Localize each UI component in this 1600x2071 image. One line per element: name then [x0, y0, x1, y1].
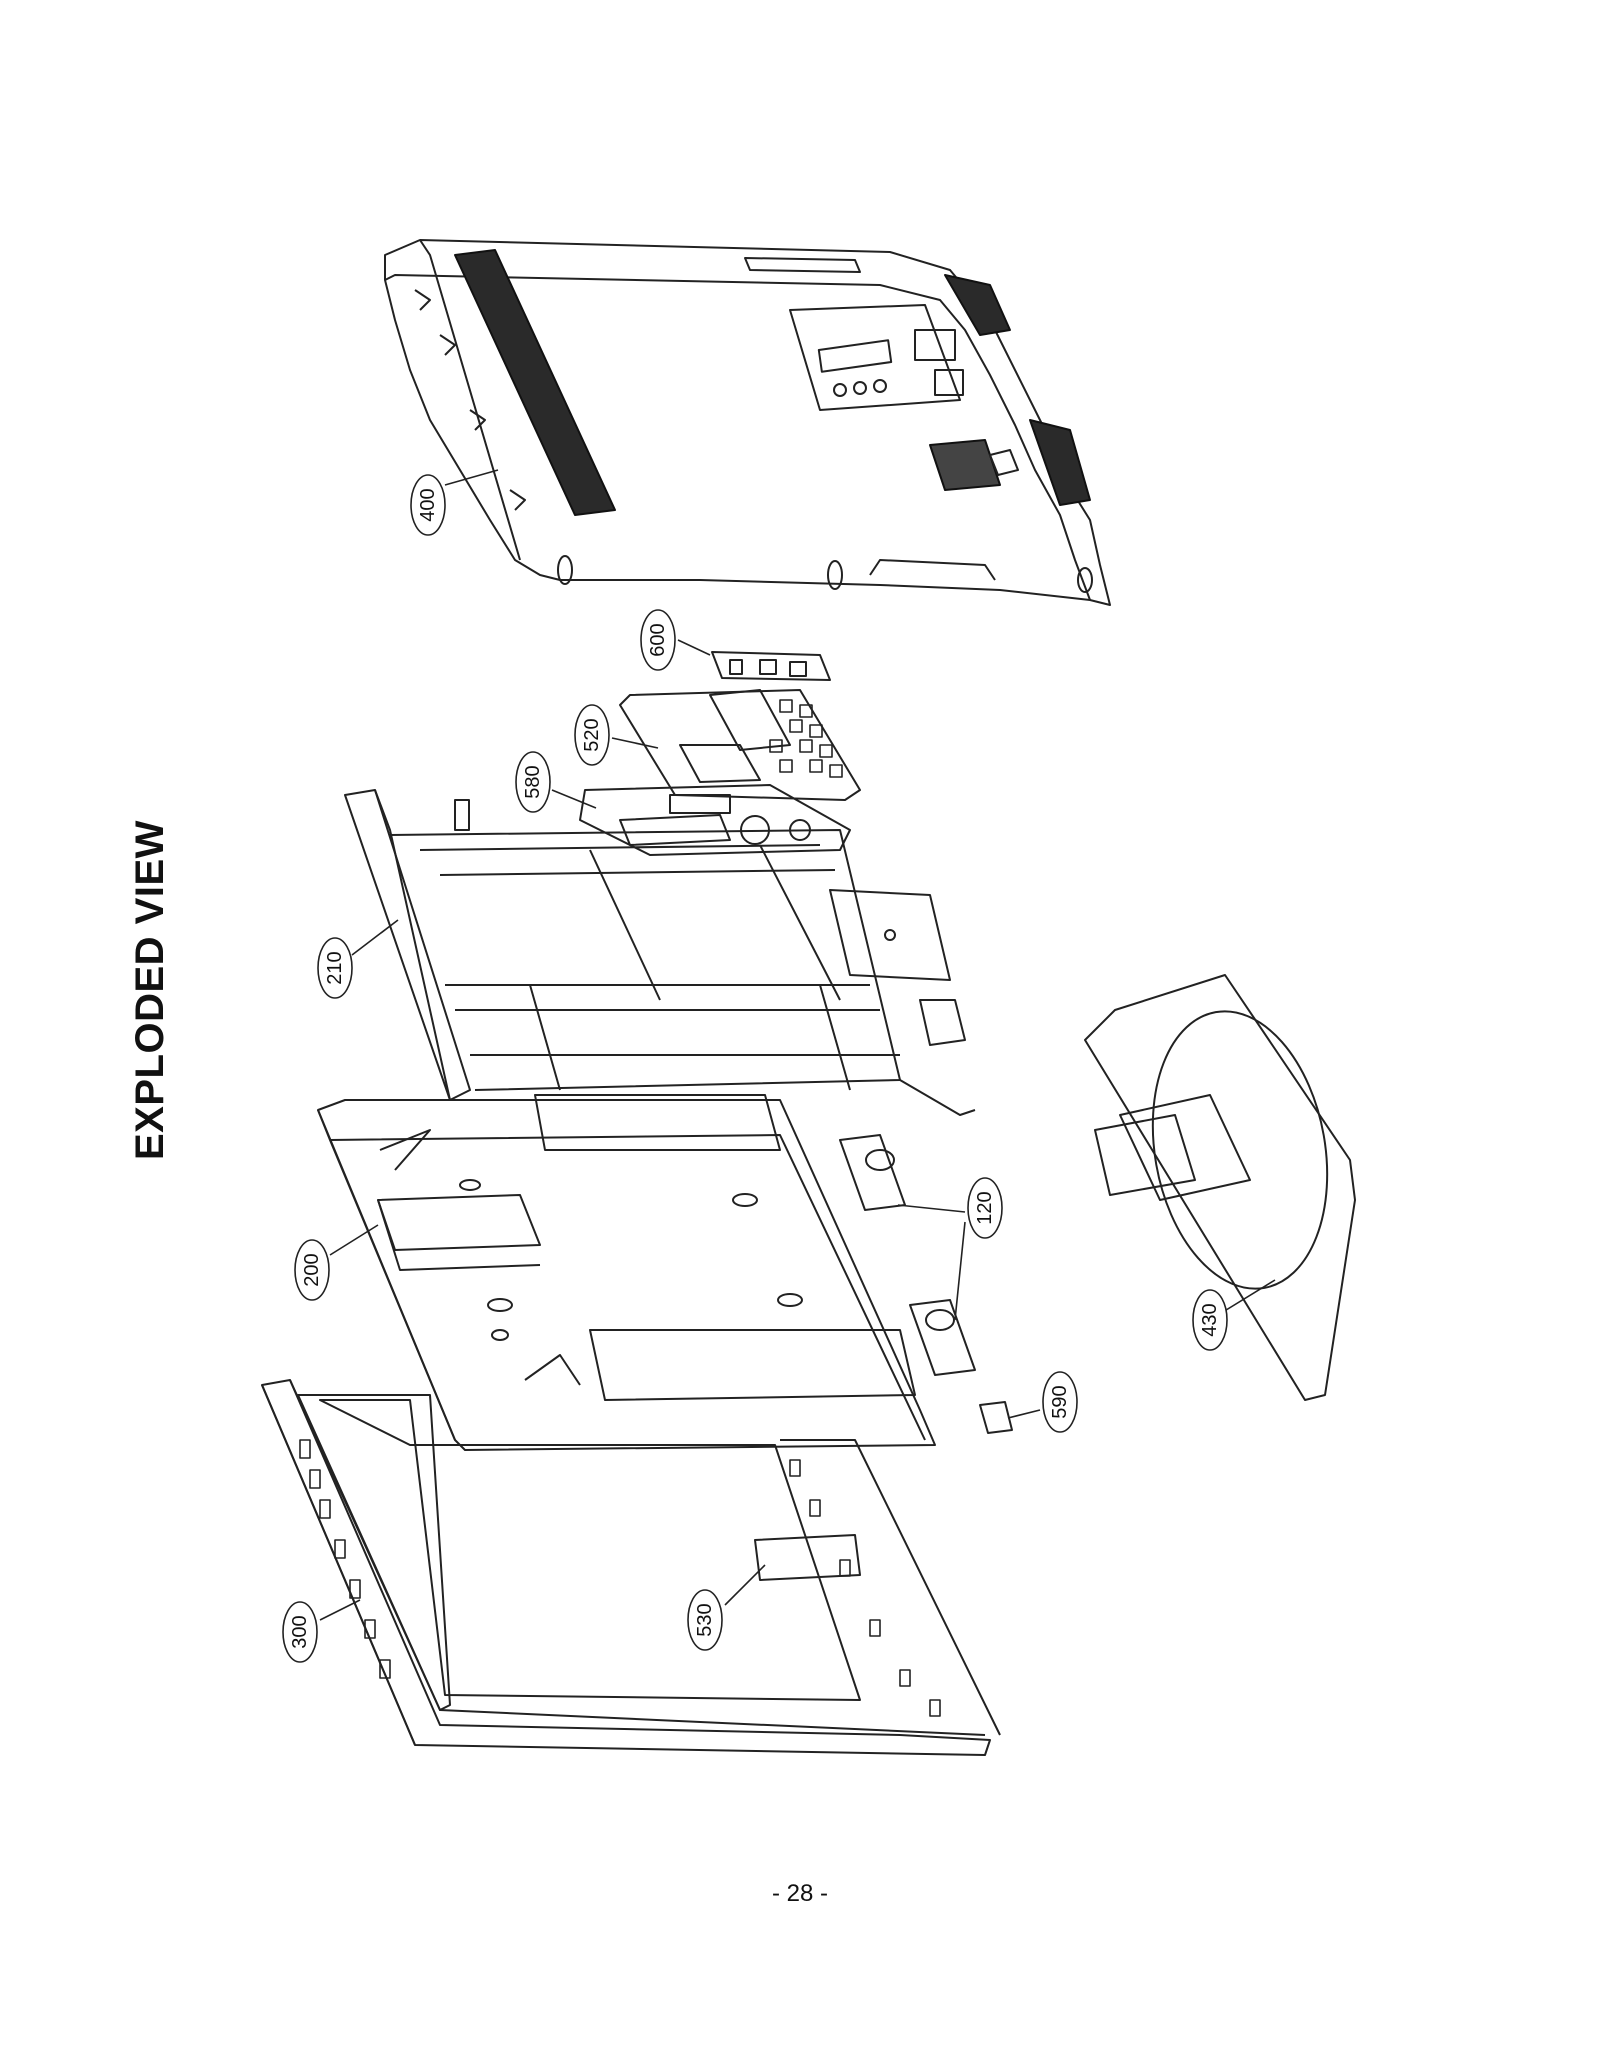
ir-board-part: [979, 1401, 1013, 1434]
callout-600: 600: [640, 609, 676, 671]
page-number: - 28 -: [771, 1880, 828, 1907]
callout-label: 120: [974, 1191, 996, 1224]
callout-400: 400: [410, 474, 446, 536]
main-board-part: [619, 689, 861, 801]
leader-lines: [319, 469, 1276, 1621]
callout-590: 590: [1042, 1371, 1078, 1433]
lcd-panel-part: [317, 1094, 936, 1451]
callout-label: 530: [694, 1603, 716, 1636]
back-cover-part: [384, 239, 1111, 606]
callout-label: 300: [289, 1615, 311, 1648]
av-bracket-part: [711, 651, 831, 681]
stand-part: [1084, 974, 1356, 1401]
callout-label: 600: [647, 623, 669, 656]
callout-430: 430: [1192, 1289, 1228, 1351]
callout-label: 590: [1049, 1385, 1071, 1418]
callout-label: 400: [417, 488, 439, 521]
speaker-part: [839, 1134, 976, 1376]
callout-120: 120: [967, 1177, 1003, 1239]
callout-label: 580: [522, 765, 544, 798]
callout-580: 580: [515, 751, 551, 813]
callout-300: 300: [282, 1601, 318, 1663]
callout-530: 530: [687, 1589, 723, 1651]
front-cabinet-part: [261, 1379, 1001, 1756]
callout-520: 520: [574, 704, 610, 766]
chassis-frame-part: [344, 789, 976, 1116]
callout-label: 200: [301, 1253, 323, 1286]
callout-210: 210: [317, 937, 353, 999]
callout-label: 430: [1199, 1303, 1221, 1336]
callout-label: 520: [581, 718, 603, 751]
callout-200: 200: [294, 1239, 330, 1301]
callout-label: 210: [324, 951, 346, 984]
